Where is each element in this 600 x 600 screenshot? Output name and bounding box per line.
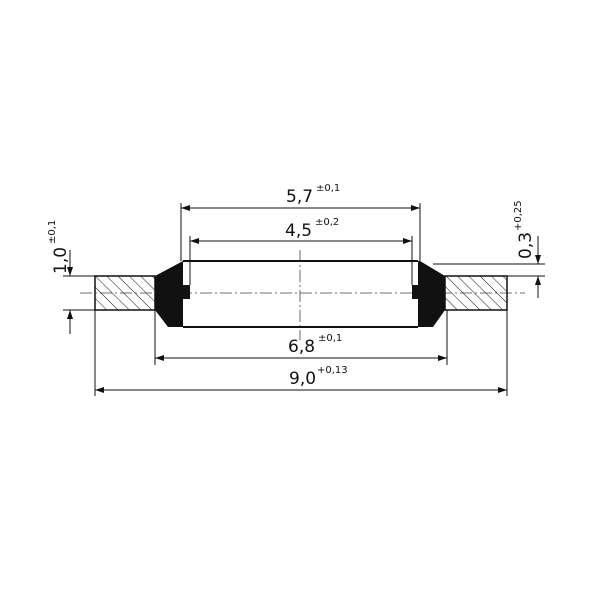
left-washer-section bbox=[94, 275, 156, 311]
dimension-4-5: 4,5 ±0,2 bbox=[189, 217, 413, 285]
dim-0-3-tol: +0,25 bbox=[513, 200, 524, 231]
dim-4-5-tol: ±0,2 bbox=[315, 217, 339, 228]
right-seal-profile bbox=[412, 261, 445, 327]
dim-6-8-value: 6,8 bbox=[288, 337, 315, 357]
dim-0-3-value: 0,3 bbox=[516, 232, 536, 259]
dimension-0-3: 0,3 +0,25 bbox=[433, 200, 545, 298]
dim-4-5-value: 4,5 bbox=[285, 221, 312, 241]
left-seal-profile bbox=[155, 261, 190, 327]
dim-6-8-tol: ±0,1 bbox=[318, 333, 342, 344]
dimension-6-8: 6,8 ±0,1 bbox=[154, 310, 448, 365]
right-washer-section bbox=[444, 275, 508, 311]
dimension-9-0: 9,0 +0,13 bbox=[94, 310, 508, 396]
dim-5-7-value: 5,7 bbox=[286, 187, 313, 207]
dim-1-0-value: 1,0 bbox=[51, 247, 71, 274]
dim-9-0-value: 9,0 bbox=[289, 369, 316, 389]
dim-5-7-tol: ±0,1 bbox=[316, 183, 340, 194]
dim-1-0-tol: ±0,1 bbox=[47, 220, 58, 244]
inner-ring-outline bbox=[183, 260, 418, 328]
dimension-5-7: 5,7 ±0,1 bbox=[180, 183, 421, 261]
dimension-1-0: 1,0 ±0,1 bbox=[47, 220, 95, 334]
dim-9-0-tol: +0,13 bbox=[317, 365, 348, 376]
